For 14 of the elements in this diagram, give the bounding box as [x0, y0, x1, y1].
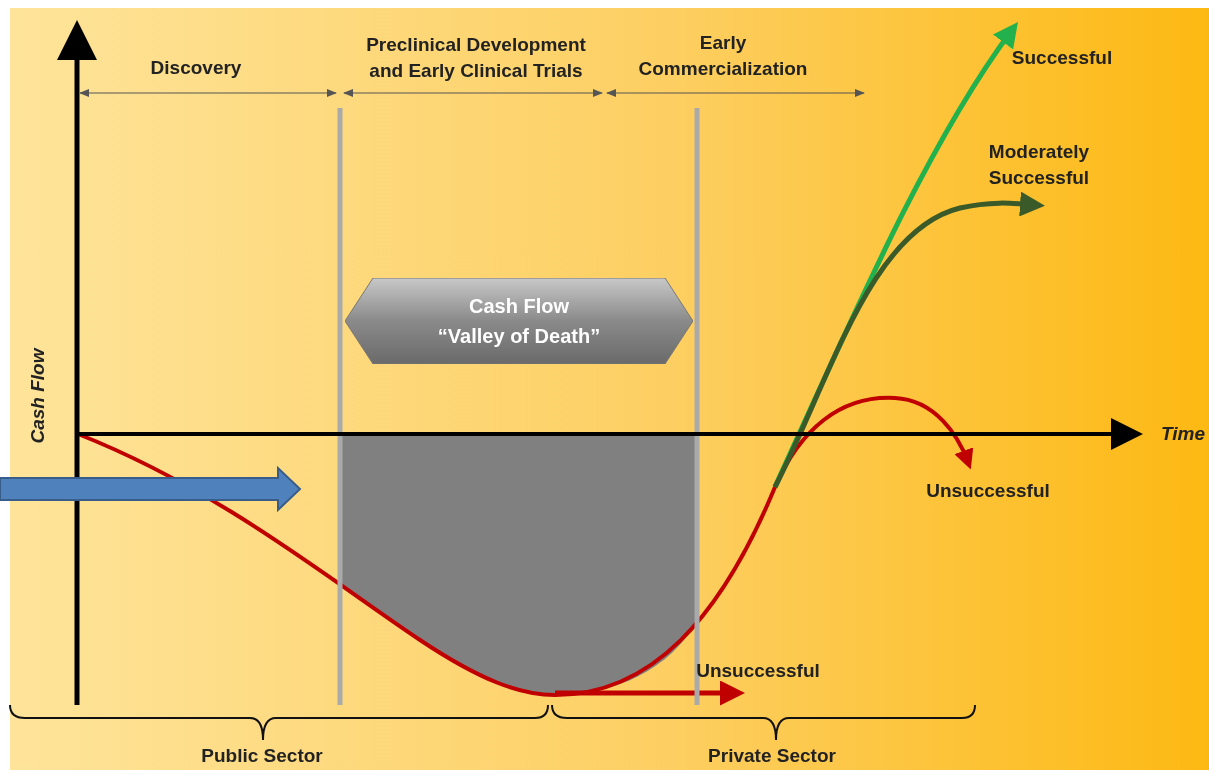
phase-label: Preclinical Development and Early Clinical Trials: [365, 33, 587, 83]
sector-label: Private Sector: [708, 744, 836, 769]
outcome-label: Unsuccessful: [926, 479, 1050, 504]
banner-text: Cash Flow: [469, 294, 569, 319]
outcome-label: Moderately Successful: [987, 140, 1091, 190]
sector-label: Public Sector: [201, 744, 323, 769]
outcome-label: Successful: [1011, 46, 1113, 71]
phase-label: Discovery: [150, 56, 242, 81]
banner-text: “Valley of Death”: [437, 324, 601, 349]
outcome-label: Unsuccessful: [696, 659, 820, 684]
axis-label: Cash Flow: [26, 348, 50, 444]
phase-label: Early Commercialization: [637, 31, 809, 81]
axis-label: Time: [1161, 422, 1205, 447]
hexagon-banner: [345, 278, 693, 364]
